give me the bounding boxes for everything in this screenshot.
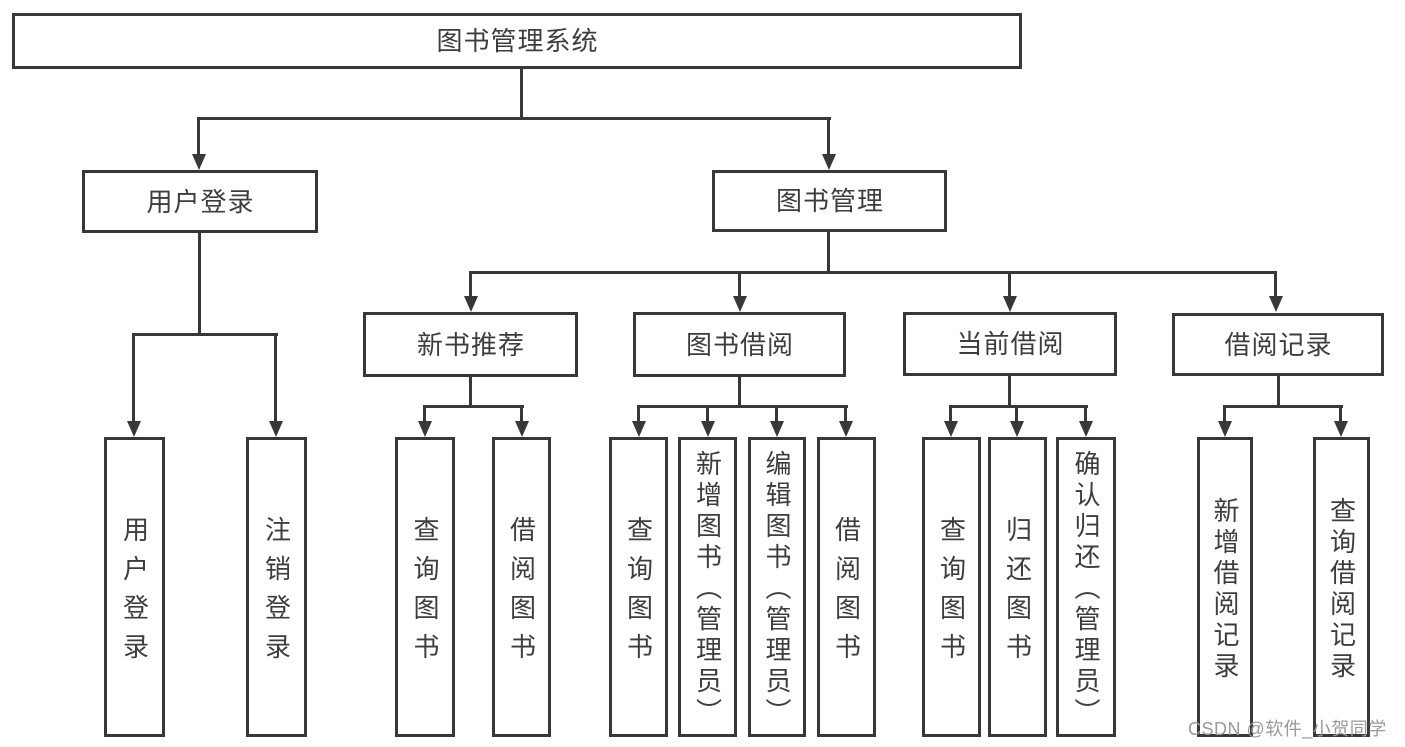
connector-bookborrow-stem [738,377,741,407]
arrowhead-leaf-login [127,421,141,437]
leaf-query-borrow-record: 查询借阅记录 [1313,437,1370,737]
connector-records-bar [1223,405,1343,408]
leaf-label: 新增图书（管理员） [692,450,723,729]
connector-drop [1084,407,1087,423]
connector-bookmgmt-stem [827,232,830,273]
connector-drop [1223,407,1226,423]
connector-drop [706,407,709,423]
leaf-label: 确认归还（管理员） [1071,450,1101,729]
connector-drop-book-borrow [738,273,741,298]
node-borrow-records: 借阅记录 [1172,313,1384,376]
leaf-user-login: 用户登录 [104,437,165,737]
arrowhead [770,421,784,437]
leaf-label: 借阅图书 [506,515,537,672]
node-current-borrow: 当前借阅 [903,312,1117,376]
connector-records-stem [1277,376,1280,407]
leaf-label: 查询图书 [936,515,967,672]
arrowhead [1079,421,1093,437]
leaf-label: 查询借阅记录 [1326,496,1357,683]
connector-drop-current-borrow [1008,273,1011,298]
connector-currentborrow-stem [1008,376,1011,407]
connector-drop [423,407,426,423]
leaf-return-book: 归还图书 [988,437,1047,737]
node-label: 图书管理系统 [436,26,599,56]
leaf-add-book-admin: 新增图书（管理员） [678,437,737,737]
connector-drop-book-management [827,118,830,156]
arrowhead [701,421,715,437]
leaf-query-book-current: 查询图书 [922,437,981,737]
connector-drop [520,407,523,423]
leaf-label: 新增借阅记录 [1210,496,1240,683]
arrowhead [1010,421,1024,437]
leaf-logout: 注销登录 [246,437,307,737]
connector-drop-leaf-login [132,335,135,423]
connector-drop [949,407,952,423]
node-label: 图书借阅 [685,329,794,360]
arrowhead [632,421,646,437]
arrowhead [1218,421,1232,437]
leaf-label: 编辑图书（管理员） [762,450,792,729]
leaf-add-borrow-record: 新增借阅记录 [1197,437,1253,737]
connector-drop [1015,407,1018,423]
connector-drop [1339,407,1342,423]
node-label: 图书管理 [775,186,884,216]
node-new-book-recommend: 新书推荐 [363,312,578,377]
connector-drop-borrow-records [1274,273,1277,298]
arrowhead-book-borrow [733,296,747,312]
node-user-login: 用户登录 [82,170,318,233]
node-book-borrow: 图书借阅 [633,312,846,377]
leaf-label: 查询图书 [623,515,654,672]
arrowhead-book-management [822,154,836,170]
connector-bookmgmt-bar [469,271,1277,274]
node-label: 新书推荐 [416,329,525,360]
connector-drop [775,407,778,423]
node-label: 用户登录 [146,186,255,217]
leaf-query-book-borrow: 查询图书 [609,437,668,737]
leaf-label: 注销登录 [261,515,292,672]
arrowhead-borrow-records [1269,296,1283,312]
arrowhead [515,421,529,437]
leaf-confirm-return-admin: 确认归还（管理员） [1056,437,1116,737]
csdn-watermark: CSDN @软件_小贺同学 [1188,719,1387,739]
connector-newbook-stem [469,377,472,407]
arrowhead-current-borrow [1003,296,1017,312]
node-label: 当前借阅 [956,329,1065,359]
connector-drop-new-book [469,273,472,298]
connector-drop-user-login [197,118,200,156]
arrowhead-new-book [464,296,478,312]
node-label: 借阅记录 [1224,329,1333,360]
connector-newbook-bar [423,405,524,408]
connector-drop [844,407,847,423]
arrowhead [418,421,432,437]
connector-drop-leaf-logout [274,335,277,423]
leaf-query-book-recommend: 查询图书 [395,437,455,737]
leaf-borrow-book-recommend: 借阅图书 [492,437,551,737]
node-book-management: 图书管理 [712,170,947,232]
connector-root-bar [197,117,831,120]
node-library-management-system: 图书管理系统 [12,13,1022,69]
leaf-label: 借阅图书 [831,515,862,672]
arrowhead-user-login [192,154,206,170]
leaf-label: 查询图书 [410,515,440,672]
connector-userlogin-stem [198,233,201,335]
connector-bookborrow-bar [637,405,848,408]
connector-drop [637,407,640,423]
leaf-label: 用户登录 [119,515,150,672]
leaf-borrow-book: 借阅图书 [817,437,876,737]
leaf-label: 归还图书 [1002,515,1033,672]
leaf-edit-book-admin: 编辑图书（管理员） [748,437,806,737]
arrowhead [1334,421,1348,437]
arrowhead-leaf-logout [269,421,283,437]
connector-currentborrow-bar [949,405,1088,408]
arrowhead [944,421,958,437]
connector-userlogin-bar [132,333,278,336]
connector-root-stem [520,69,523,120]
arrowhead [839,421,853,437]
